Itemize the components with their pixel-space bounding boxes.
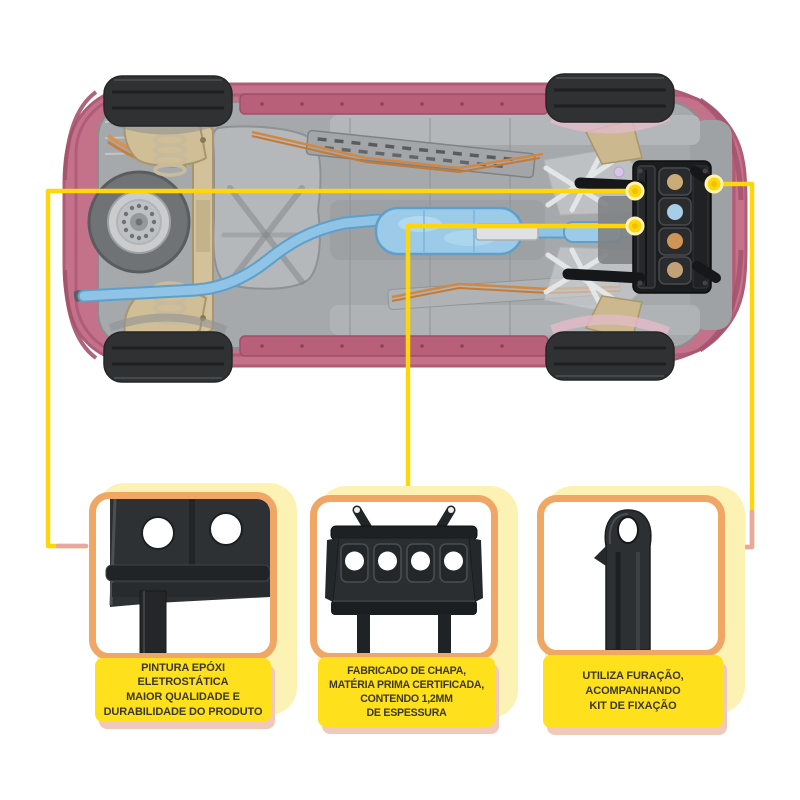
bolt-hole <box>444 551 463 571</box>
detail-panel-plate <box>310 495 498 660</box>
tires <box>103 73 675 383</box>
mount-bar-bottom <box>562 268 646 284</box>
bolt-hole <box>141 516 175 550</box>
part-photo-mount-strap <box>594 509 652 650</box>
skid-plate-product <box>562 160 721 294</box>
part-photo-skid-plate <box>325 505 483 653</box>
fixing-hole <box>617 516 639 544</box>
callout-line-middle <box>405 223 638 497</box>
detail-panel-strap <box>537 495 725 657</box>
bolt-hole <box>209 512 243 546</box>
tire-rear-right <box>103 331 233 383</box>
caption-mounting-kit: UTILIZA FURAÇÃO, ACOMPANHANDO KIT DE FIX… <box>543 655 723 728</box>
detail-panel-paint <box>89 492 277 660</box>
tire-front-left <box>545 73 675 123</box>
mount-strap-bottom <box>692 261 721 283</box>
spare-wheel <box>87 170 191 274</box>
bolt-hole <box>411 551 430 571</box>
callout-dots <box>625 174 724 236</box>
bolt-hole <box>345 551 364 571</box>
bolt-hole <box>378 551 397 571</box>
tire-front-right <box>545 331 675 381</box>
caption-paint-quality: PINTURA EPÓXI ELETROSTÁTICA MAIOR QUALID… <box>95 658 271 722</box>
caption-sheet-material: FABRICADO DE CHAPA, MATÉRIA PRIMA CERTIF… <box>318 657 495 727</box>
tire-rear-left <box>103 75 233 127</box>
part-photo-bracket-corner <box>105 499 270 653</box>
